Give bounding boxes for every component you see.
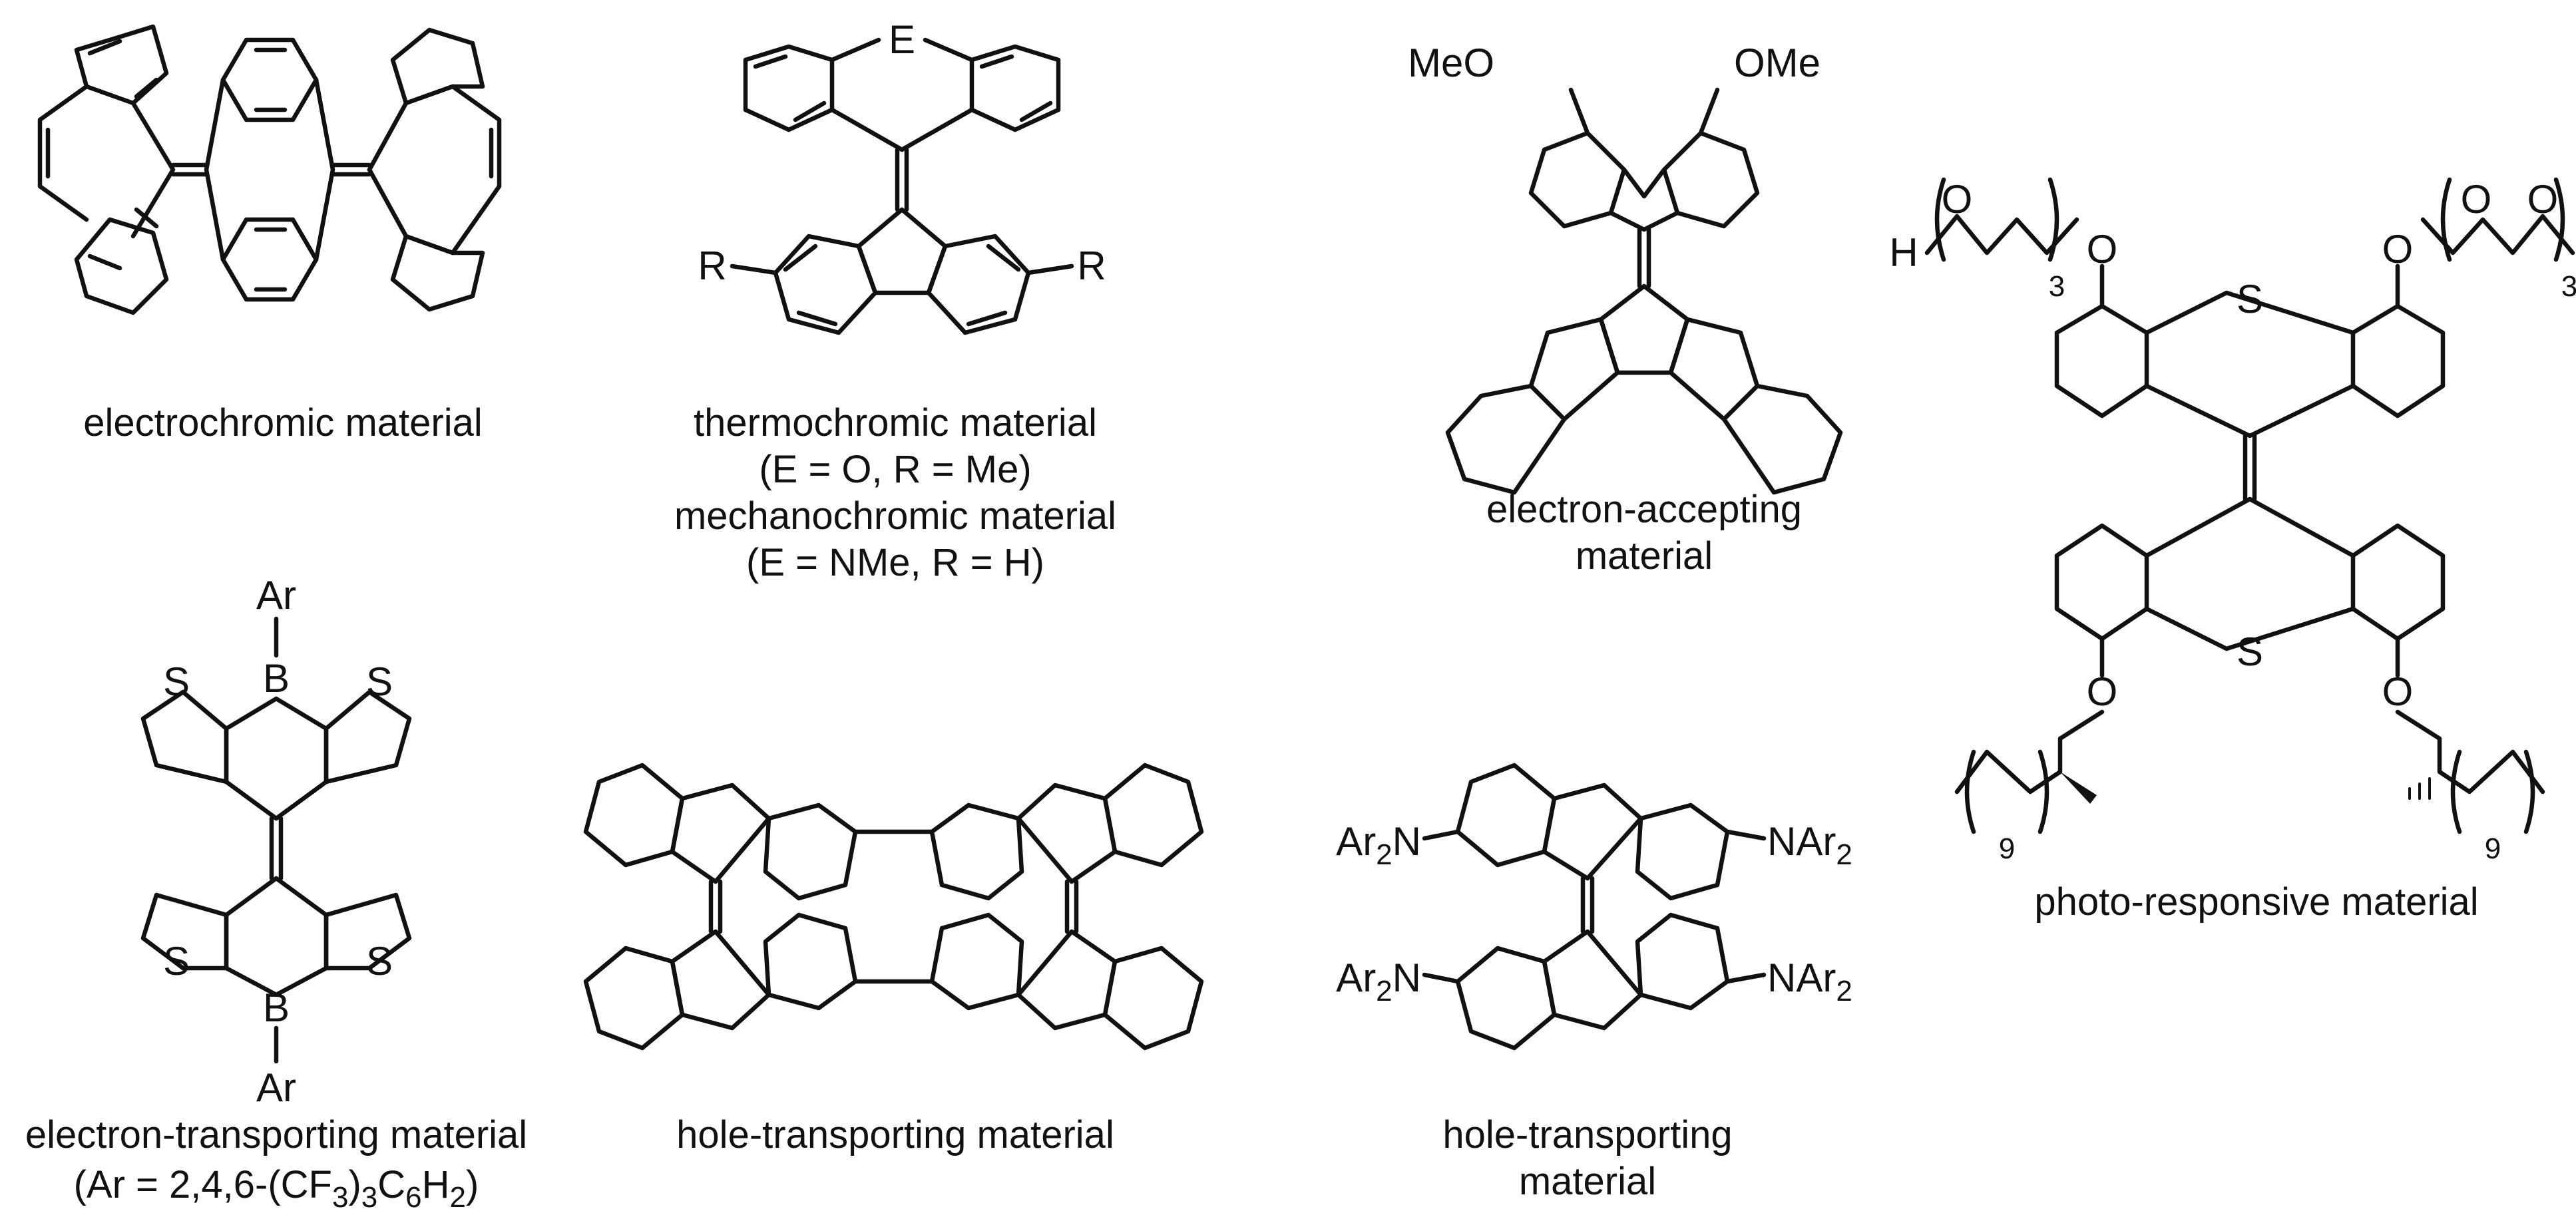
atom-label-B-top: B — [263, 656, 290, 701]
atom-label-Ar-bottom: Ar — [256, 1065, 296, 1110]
atom-label-NAr2-top-left: Ar2N — [1336, 819, 1421, 871]
structure-electron-accepting — [1445, 87, 1843, 495]
atom-label-NAr2-bottom-right: NAr2 — [1767, 956, 1852, 1007]
atom-label-S-lower-left: S — [163, 939, 190, 983]
atom-label-Ar-top: Ar — [256, 573, 296, 617]
atom-label-n3-left: 3 — [2049, 270, 2065, 303]
atom-label-NAr2-top-right: NAr2 — [1767, 819, 1852, 871]
atom-label-NAr2-bottom-left: Ar2N — [1336, 956, 1421, 1007]
caption-electron-transporting: electron-transporting material — [25, 1113, 527, 1156]
caption-thermochromic-1: thermochromic material — [694, 401, 1097, 444]
caption-electron-accepting-1: electron-accepting — [1486, 488, 1802, 531]
caption-thermochromic-3: mechanochromic material — [674, 494, 1116, 538]
caption-electron-transporting-formula: (Ar = 2,4,6-(CF3)3C6H2) — [74, 1163, 479, 1214]
caption-electron-accepting-2: material — [1576, 534, 1713, 578]
structure-hole-transporting-tetraamine — [1422, 763, 1767, 1051]
atom-label-n3-right: 3 — [2561, 270, 2576, 303]
structure-electron-transporting — [140, 616, 412, 1064]
atom-label-E: E — [889, 17, 915, 62]
caption-hole-transporting-dimer: hole-transporting material — [676, 1113, 1114, 1156]
atom-label-O-ring-upper-right: O — [2382, 227, 2414, 271]
atom-label-S-lower-right: S — [366, 939, 393, 983]
caption-electrochromic: electrochromic material — [83, 401, 483, 444]
atom-label-R-left: R — [698, 244, 726, 288]
atom-label-O-peg-right: O — [2527, 177, 2559, 222]
caption-thermochromic-2: (E = O, R = Me) — [759, 448, 1031, 491]
atom-label-B-bottom: B — [263, 985, 290, 1030]
atom-label-O-peg-right-2: O — [2461, 177, 2492, 222]
stereo-hash-right — [2408, 777, 2431, 800]
atom-label-n9-left: 9 — [1999, 832, 2015, 865]
atom-label-MeO: MeO — [1408, 41, 1494, 85]
atom-label-n9-right: 9 — [2485, 832, 2501, 865]
atom-label-S-upper: S — [2237, 277, 2263, 321]
atom-label-O-ring-lower-right: O — [2382, 669, 2414, 714]
atom-label-H-left: H — [1889, 230, 1918, 275]
structure-hole-transporting-dimer — [583, 763, 1204, 1051]
atom-label-S-upper-right: S — [366, 659, 393, 704]
caption-photo-responsive: photo-responsive material — [2034, 880, 2478, 924]
atom-label-OMe: OMe — [1734, 41, 1821, 85]
caption-hole-transporting-2: material — [1519, 1160, 1656, 1203]
caption-hole-transporting-1: hole-transporting — [1442, 1113, 1732, 1156]
atom-label-O-ring-upper-left: O — [2087, 227, 2118, 271]
atom-label-R-right: R — [1077, 244, 1106, 288]
atom-label-O-peg-left: O — [1942, 177, 1973, 222]
atom-label-S-upper-left: S — [163, 659, 190, 704]
atom-label-S-lower: S — [2237, 629, 2263, 674]
stereo-wedge-left — [2060, 772, 2097, 804]
structure-photo-responsive — [1924, 177, 2575, 834]
caption-thermochromic-4: (E = NMe, R = H) — [746, 541, 1044, 584]
structure-electrochromic — [37, 24, 502, 315]
structure-thermochromic — [730, 37, 1074, 335]
atom-label-O-ring-lower-left: O — [2087, 669, 2118, 714]
